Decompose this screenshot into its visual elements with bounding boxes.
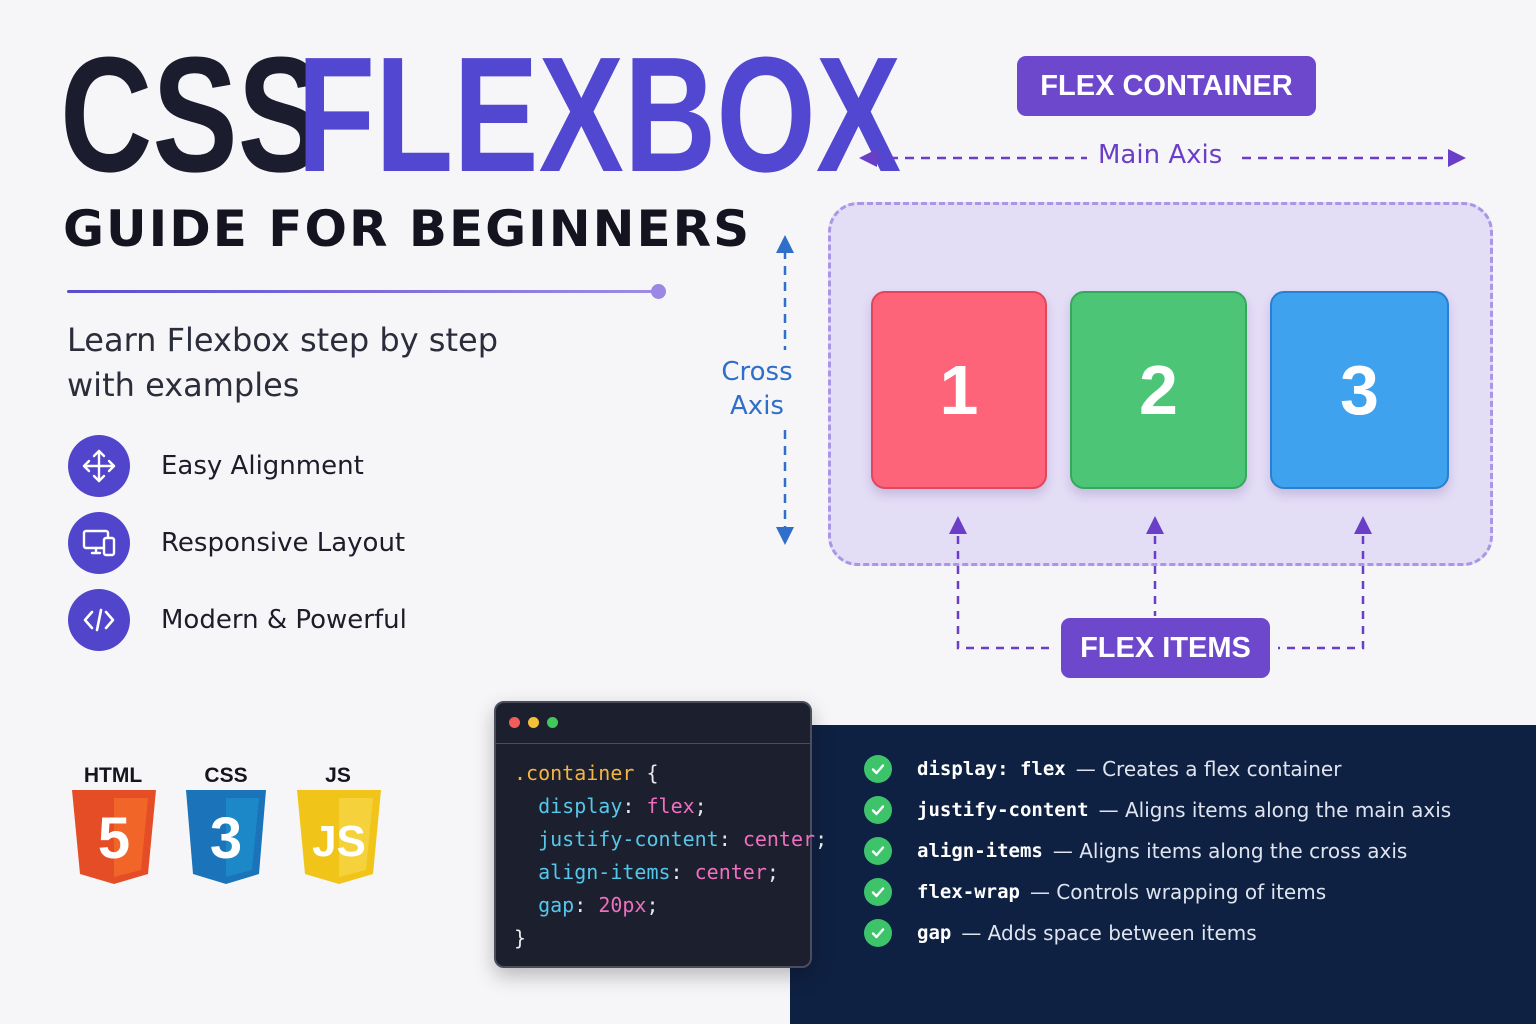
tagline-line-1: Learn Flexbox step by step xyxy=(67,321,499,359)
flex-item-2: 2 xyxy=(1070,291,1247,489)
js-logo-icon: JS xyxy=(297,790,381,884)
code-selector: .container xyxy=(514,761,635,785)
check-desc: — Controls wrapping of items xyxy=(1029,879,1327,904)
dark-panel xyxy=(790,725,1536,1024)
close-dot-icon xyxy=(509,717,520,728)
code-open-brace: { xyxy=(646,761,659,785)
js-glyph: JS xyxy=(312,817,366,866)
cross-axis-arrow xyxy=(776,235,794,545)
cross-axis-line-2: Axis xyxy=(730,391,784,421)
html-logo-label: HTML xyxy=(83,764,143,787)
css3-glyph: 3 xyxy=(210,806,242,871)
main-axis-label: Main Axis xyxy=(1098,140,1223,170)
title-flexbox: FLEXBOX xyxy=(297,23,902,206)
list-item: flex-wrap — Controls wrapping of items xyxy=(864,871,1451,912)
code-line: justify-content: center; xyxy=(538,827,828,851)
code-body: .container { display: flex; justify-cont… xyxy=(514,757,827,955)
subtitle: GUIDE FOR BEGINNERS xyxy=(63,200,752,258)
flex-item-3: 3 xyxy=(1270,291,1449,489)
list-item: align-items — Aligns items along the cro… xyxy=(864,830,1451,871)
code-value: center xyxy=(694,860,767,884)
check-desc: — Aligns items along the cross axis xyxy=(1052,838,1408,863)
check-desc: — Adds space between items xyxy=(961,920,1257,945)
devices-icon xyxy=(68,512,130,574)
html5-glyph: 5 xyxy=(98,806,130,871)
check-code: gap xyxy=(917,921,952,944)
feature-modern-powerful: Modern & Powerful xyxy=(68,589,407,651)
code-line-selector: .container { xyxy=(514,757,827,790)
check-code: display: flex xyxy=(917,757,1066,780)
feature-responsive-layout: Responsive Layout xyxy=(68,512,405,574)
js-logo-label: JS xyxy=(325,764,351,787)
flex-container-label: FLEX CONTAINER xyxy=(1017,56,1316,116)
check-desc: — Creates a flex container xyxy=(1075,756,1342,781)
tagline: Learn Flexbox step by step with examples xyxy=(67,318,498,408)
code-value: center xyxy=(742,827,816,851)
main-axis-arrow xyxy=(859,149,1466,167)
divider-dot xyxy=(651,284,666,299)
move-arrows-icon xyxy=(68,435,130,497)
html5-logo-icon: 5 xyxy=(72,790,156,884)
check-code: justify-content xyxy=(917,798,1089,821)
code-icon xyxy=(68,589,130,651)
check-icon xyxy=(864,918,892,947)
list-item: display: flex — Creates a flex container xyxy=(864,748,1451,789)
feature-label: Responsive Layout xyxy=(161,528,406,558)
flex-items-connectors xyxy=(949,516,1372,650)
check-desc: — Aligns items along the main axis xyxy=(1098,797,1452,822)
code-close-brace: } xyxy=(514,926,527,950)
check-icon xyxy=(864,877,892,906)
cross-axis-label: Cross Axis xyxy=(712,355,802,423)
check-code: align-items xyxy=(917,839,1043,862)
list-item: gap — Adds space between items xyxy=(864,912,1451,953)
feature-label: Easy Alignment xyxy=(161,451,364,481)
code-line-close: } xyxy=(514,922,827,955)
maximize-dot-icon xyxy=(547,717,558,728)
divider-line xyxy=(67,290,657,293)
code-line: display: flex; xyxy=(538,794,707,818)
check-icon xyxy=(864,836,892,865)
code-prop: gap xyxy=(538,893,575,917)
check-icon xyxy=(864,795,892,824)
check-icon xyxy=(864,754,892,783)
flex-item-1: 1 xyxy=(871,291,1047,489)
main-title: CSS FLEXBOX xyxy=(60,23,901,206)
property-checklist: display: flex — Creates a flex container… xyxy=(864,748,1451,953)
cross-axis-line-1: Cross xyxy=(721,357,793,387)
feature-easy-alignment: Easy Alignment xyxy=(68,435,364,497)
code-prop: justify-content xyxy=(538,827,719,851)
code-value: flex xyxy=(646,794,695,818)
css3-logo-icon: 3 xyxy=(186,790,266,884)
css-logo-label: CSS xyxy=(204,764,248,787)
code-prop: display xyxy=(538,794,623,818)
tagline-line-2: with examples xyxy=(67,366,300,404)
title-css: CSS xyxy=(60,23,324,206)
list-item: justify-content — Aligns items along the… xyxy=(864,789,1451,830)
feature-label: Modern & Powerful xyxy=(161,605,407,635)
code-window-titlebar xyxy=(496,703,810,744)
flex-items-label: FLEX ITEMS xyxy=(1061,618,1270,678)
code-line: align-items: center; xyxy=(538,860,779,884)
code-window: .container { display: flex; justify-cont… xyxy=(494,701,827,968)
minimize-dot-icon xyxy=(528,717,539,728)
check-code: flex-wrap xyxy=(917,880,1020,903)
code-prop: align-items xyxy=(538,860,671,884)
code-line: gap: 20px; xyxy=(538,893,659,917)
code-value: 20px xyxy=(598,893,647,917)
